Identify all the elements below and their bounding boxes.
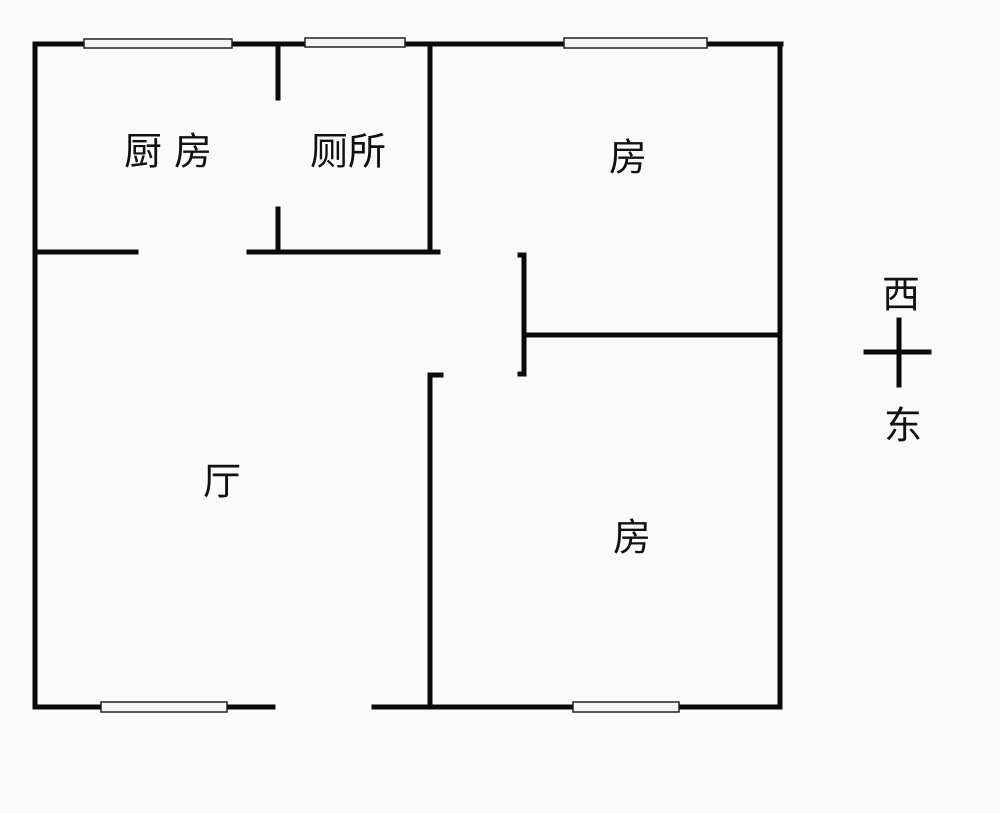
room-labels: 厨 房 厕所 房 厅 房	[124, 130, 651, 560]
windows	[83, 37, 708, 713]
label-kitchen: 厨 房	[124, 130, 212, 174]
label-bedroom-south: 房	[613, 516, 651, 560]
compass-west-label: 西	[882, 273, 920, 317]
window-toilet	[304, 37, 406, 48]
label-bedroom-north: 房	[609, 136, 647, 180]
label-toilet: 厕所	[310, 130, 386, 174]
window-bedroom-south	[572, 701, 680, 713]
window-living-room	[100, 701, 228, 713]
label-living-room: 厅	[203, 460, 241, 504]
window-kitchen	[83, 38, 233, 49]
compass-east-label: 东	[884, 404, 922, 448]
window-bedroom-north	[563, 37, 708, 49]
wall-corridor-stub	[517, 252, 527, 377]
wall-bedroom-south-west	[427, 372, 444, 710]
compass: 西 东	[863, 273, 932, 448]
